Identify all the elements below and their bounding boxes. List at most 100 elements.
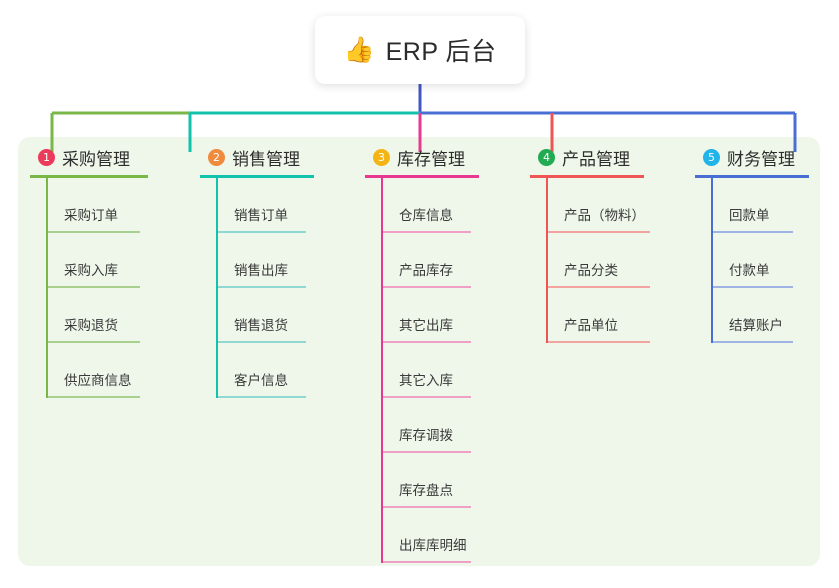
leaf-node[interactable]: 产品库存 <box>381 233 479 288</box>
leaf-rule <box>218 396 306 398</box>
leaf-node[interactable]: 客户信息 <box>216 343 314 398</box>
branch-items-2: 销售订单销售出库销售退货客户信息 <box>200 178 314 398</box>
leaf-label: 回款单 <box>729 208 770 223</box>
branch-spine-4 <box>546 178 548 343</box>
leaf-node[interactable]: 采购订单 <box>46 178 148 233</box>
leaf-node[interactable]: 产品（物料） <box>546 178 650 233</box>
branch-title-2: 销售管理 <box>232 149 300 169</box>
leaf-rule <box>218 341 306 343</box>
branch-title-3: 库存管理 <box>397 149 465 169</box>
leaf-label: 采购入库 <box>64 263 118 278</box>
leaf-label: 产品库存 <box>399 263 453 278</box>
leaf-rule <box>713 231 793 233</box>
leaf-rule <box>383 341 471 343</box>
branch-badge-1: 1 <box>38 148 55 166</box>
leaf-node[interactable]: 库存盘点 <box>381 453 479 508</box>
branch-spine-1 <box>46 178 48 398</box>
leaf-label: 销售出库 <box>234 263 288 278</box>
branches-panel <box>18 137 820 566</box>
leaf-label: 供应商信息 <box>64 373 132 388</box>
leaf-rule <box>48 341 140 343</box>
leaf-label: 其它出库 <box>399 318 453 333</box>
branch-header-1[interactable]: 1 采购管理 <box>30 145 148 169</box>
branch-column-3: 3 库存管理仓库信息产品库存其它出库其它入库库存调拨库存盘点出库库明细 <box>365 145 479 563</box>
leaf-node[interactable]: 出库库明细 <box>381 508 479 563</box>
leaf-label: 采购退货 <box>64 318 118 333</box>
branch-items-3: 仓库信息产品库存其它出库其它入库库存调拨库存盘点出库库明细 <box>365 178 479 563</box>
leaf-label: 产品分类 <box>564 263 618 278</box>
leaf-node[interactable]: 仓库信息 <box>381 178 479 233</box>
leaf-label: 付款单 <box>729 263 770 278</box>
leaf-label: 仓库信息 <box>399 208 453 223</box>
branch-badge-4: 4 <box>538 148 555 166</box>
branch-rule-4 <box>530 175 644 178</box>
branch-items-4: 产品（物料） 产品分类产品单位 <box>530 178 650 343</box>
leaf-node[interactable]: 库存调拨 <box>381 398 479 453</box>
leaf-rule <box>48 286 140 288</box>
leaf-node[interactable]: 付款单 <box>711 233 809 288</box>
leaf-rule <box>713 341 793 343</box>
leaf-rule <box>218 231 306 233</box>
leaf-rule <box>383 506 471 508</box>
leaf-rule <box>48 396 140 398</box>
branch-column-2: 2 销售管理销售订单销售出库销售退货客户信息 <box>200 145 314 398</box>
root-node[interactable]: 👍 ERP 后台 <box>315 16 525 84</box>
leaf-node[interactable]: 产品分类 <box>546 233 650 288</box>
leaf-node[interactable]: 其它入库 <box>381 343 479 398</box>
branch-header-4[interactable]: 4 产品管理 <box>530 145 644 169</box>
leaf-label: 产品单位 <box>564 318 618 333</box>
branch-title-5: 财务管理 <box>727 149 795 169</box>
leaf-rule <box>548 341 650 343</box>
leaf-rule <box>383 396 471 398</box>
leaf-node[interactable]: 回款单 <box>711 178 809 233</box>
leaf-label: 采购订单 <box>64 208 118 223</box>
leaf-node[interactable]: 销售出库 <box>216 233 314 288</box>
branch-badge-2: 2 <box>208 148 225 166</box>
leaf-node[interactable]: 供应商信息 <box>46 343 148 398</box>
branch-rule-3 <box>365 175 479 178</box>
branch-header-5[interactable]: 5 财务管理 <box>695 145 809 169</box>
leaf-label: 销售订单 <box>234 208 288 223</box>
leaf-label: 其它入库 <box>399 373 453 388</box>
leaf-node[interactable]: 采购退货 <box>46 288 148 343</box>
leaf-node[interactable]: 销售退货 <box>216 288 314 343</box>
branch-column-5: 5 财务管理回款单付款单结算账户 <box>695 145 809 343</box>
leaf-rule <box>383 561 471 563</box>
branch-rule-1 <box>30 175 148 178</box>
root-title: ERP 后台 <box>385 38 497 66</box>
leaf-node[interactable]: 其它出库 <box>381 288 479 343</box>
leaf-label: 结算账户 <box>729 318 783 333</box>
leaf-label: 销售退货 <box>234 318 288 333</box>
leaf-rule <box>383 286 471 288</box>
branch-title-1: 采购管理 <box>62 149 130 169</box>
thumbs-up-icon: 👍 <box>343 35 375 64</box>
branch-spine-5 <box>711 178 713 343</box>
branch-title-4: 产品管理 <box>562 149 630 169</box>
branch-header-3[interactable]: 3 库存管理 <box>365 145 479 169</box>
leaf-node[interactable]: 采购入库 <box>46 233 148 288</box>
leaf-label: 库存调拨 <box>399 428 453 443</box>
leaf-rule <box>383 451 471 453</box>
branch-column-1: 1 采购管理采购订单采购入库采购退货供应商信息 <box>30 145 148 398</box>
branch-badge-5: 5 <box>703 148 720 166</box>
branch-header-2[interactable]: 2 销售管理 <box>200 145 314 169</box>
branch-spine-3 <box>381 178 383 563</box>
branch-spine-2 <box>216 178 218 398</box>
branch-badge-3: 3 <box>373 148 390 166</box>
leaf-label: 出库库明细 <box>399 538 467 553</box>
branch-items-1: 采购订单采购入库采购退货供应商信息 <box>30 178 148 398</box>
leaf-node[interactable]: 产品单位 <box>546 288 650 343</box>
leaf-node[interactable]: 结算账户 <box>711 288 809 343</box>
leaf-rule <box>713 286 793 288</box>
leaf-node[interactable]: 销售订单 <box>216 178 314 233</box>
leaf-rule <box>48 231 140 233</box>
leaf-label: 库存盘点 <box>399 483 453 498</box>
leaf-label: 客户信息 <box>234 373 288 388</box>
leaf-rule <box>383 231 471 233</box>
leaf-rule <box>548 286 650 288</box>
branch-column-4: 4 产品管理产品（物料） 产品分类产品单位 <box>530 145 650 343</box>
leaf-rule <box>548 231 650 233</box>
leaf-rule <box>218 286 306 288</box>
